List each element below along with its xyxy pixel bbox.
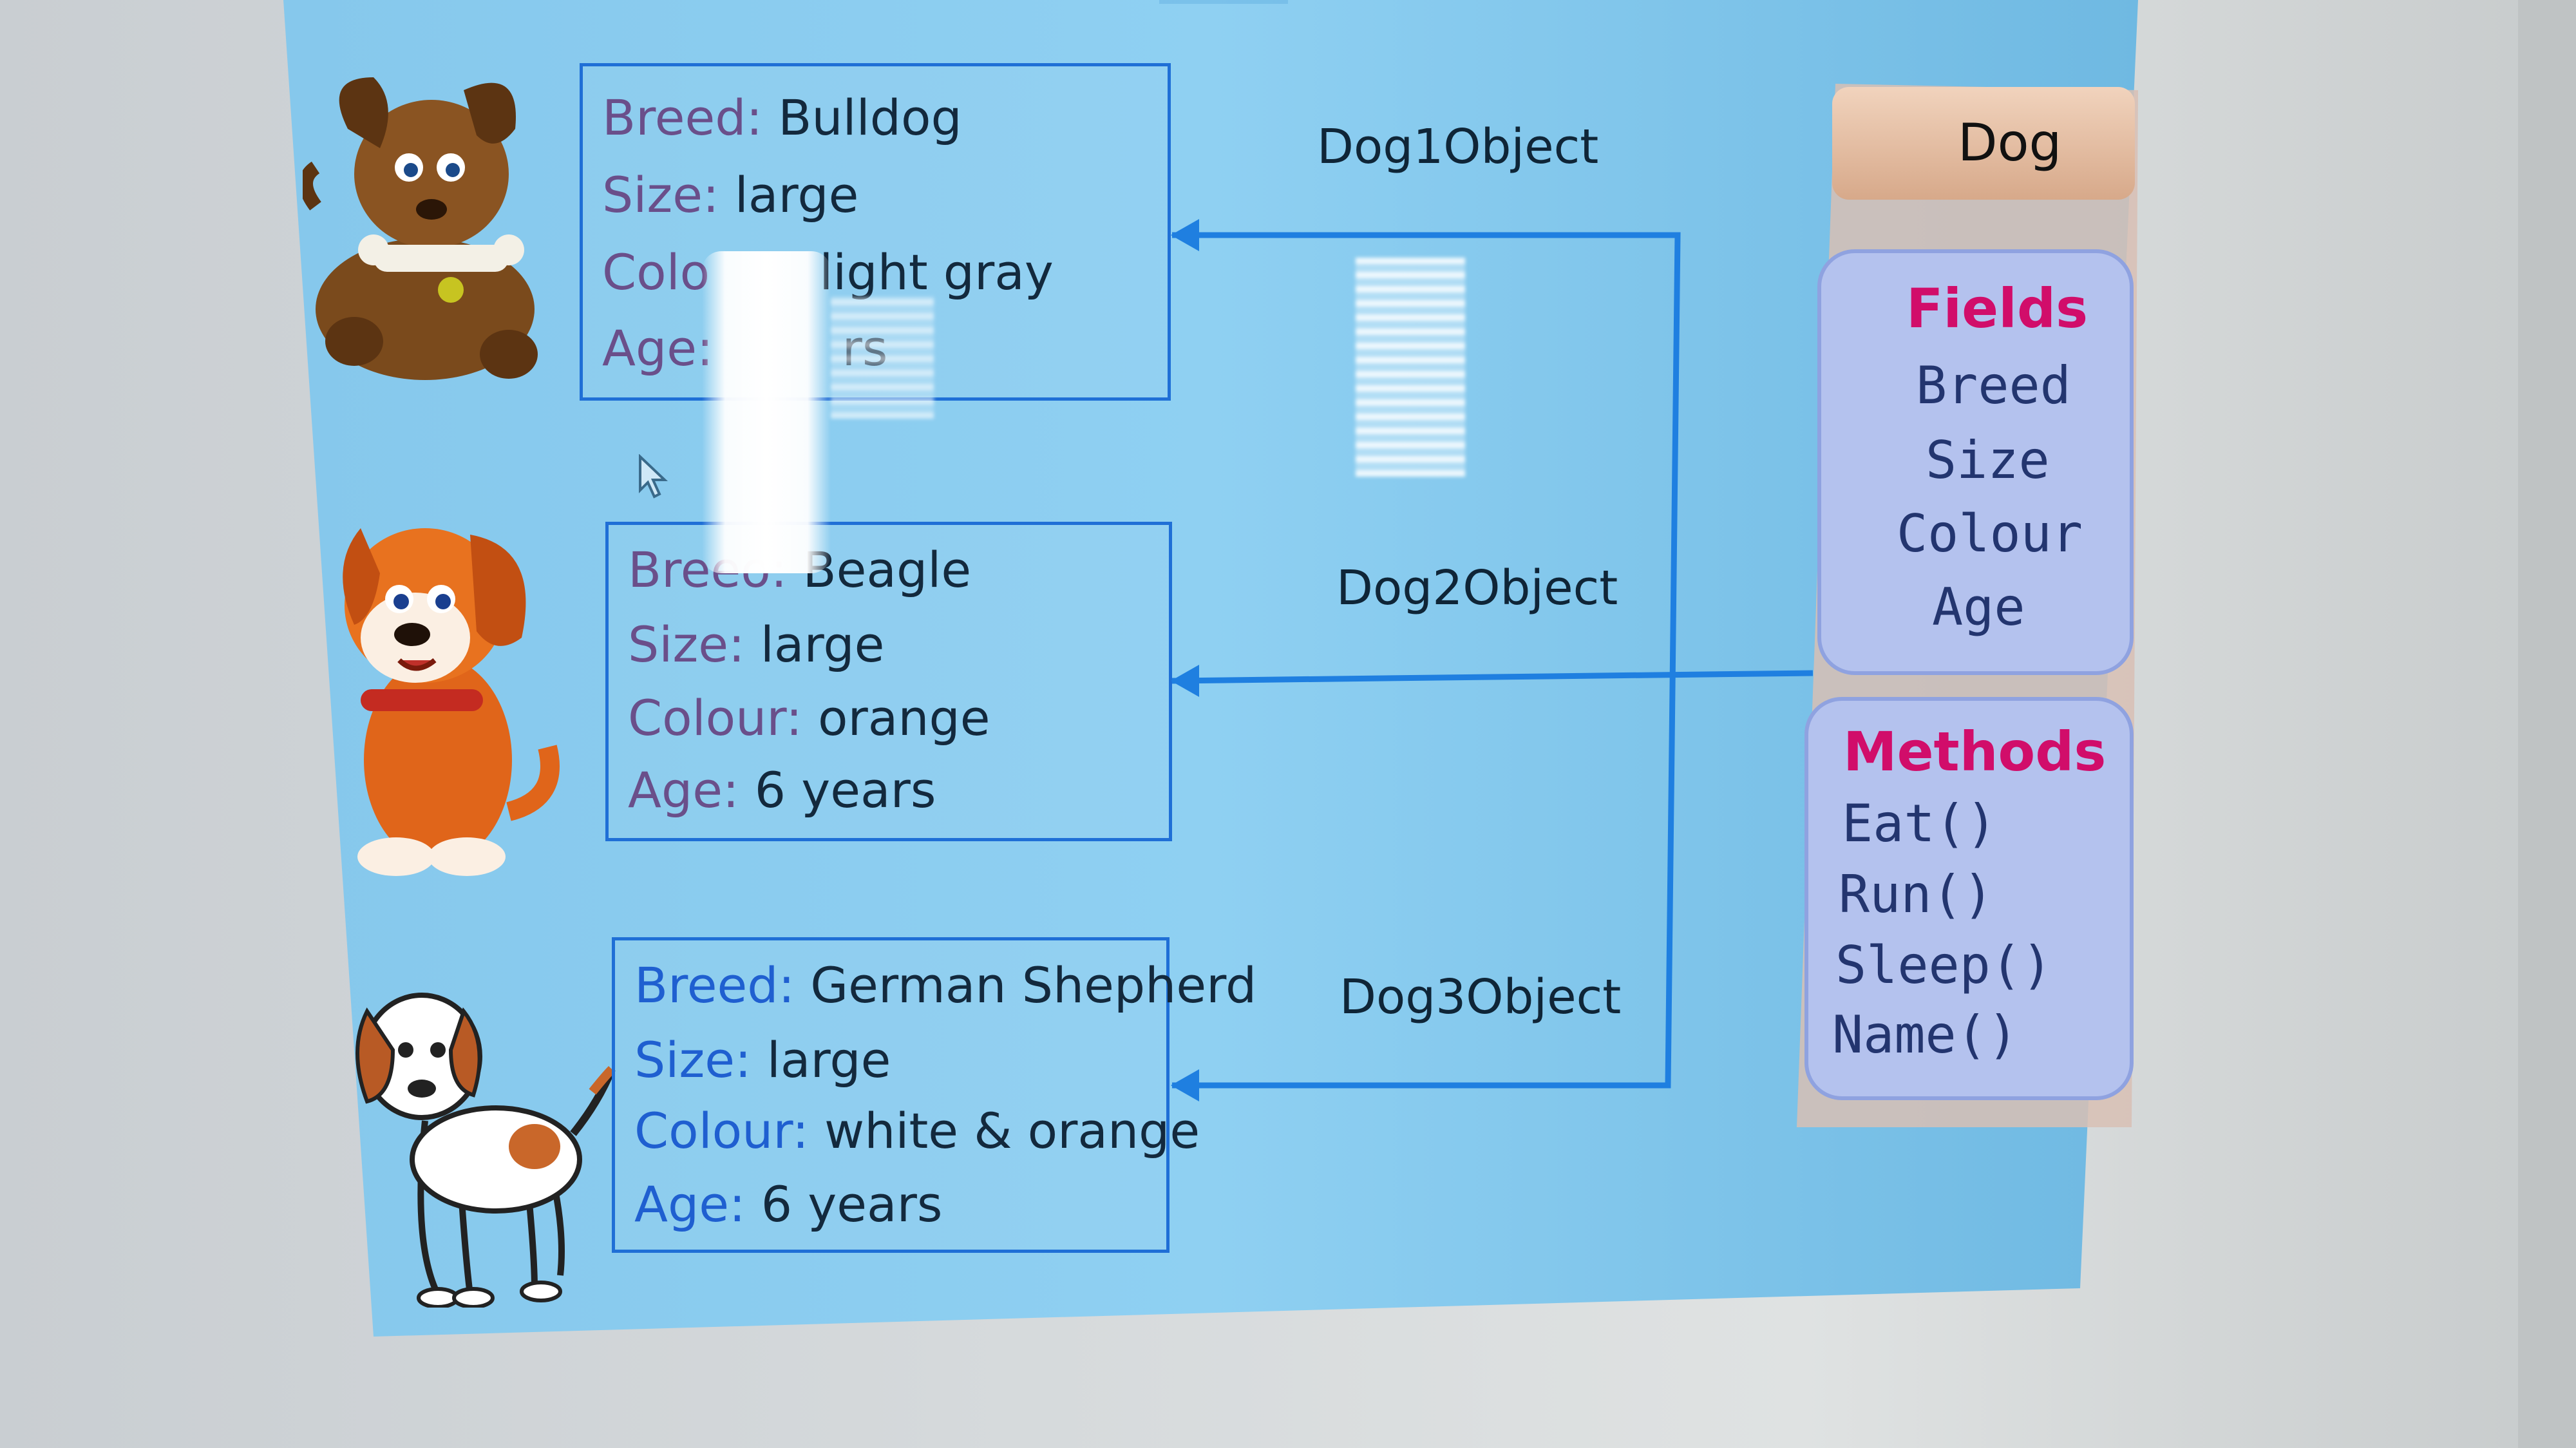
method-name: Name() [1832, 1005, 2018, 1065]
screen-glare-reflection-small [831, 296, 934, 419]
method-sleep: Sleep() [1835, 935, 2053, 995]
german-shepherd-illustration [355, 993, 616, 1308]
field-age: Age [1932, 577, 2025, 637]
breed-value: Bulldog [778, 89, 962, 146]
colour-key: Colour: [634, 1102, 809, 1159]
method-eat: Eat() [1842, 794, 1997, 853]
size-value: large [766, 1031, 891, 1089]
methods-title: Methods [1843, 720, 2107, 783]
field-breed: Breed [1916, 356, 2071, 415]
arrow-dog2 [1171, 670, 1814, 684]
age-key: Age: [628, 761, 739, 819]
breed-key: Breed: [634, 957, 795, 1014]
bulldog-illustration [303, 77, 538, 380]
size-key: Size: [634, 1031, 752, 1089]
colour-value: white & orange [824, 1102, 1200, 1159]
age-value: 6 years [761, 1176, 943, 1233]
method-run: Run() [1839, 864, 1994, 924]
arrowhead-dog1 [1171, 219, 1199, 251]
dog3-object-label: Dog3Object [1340, 969, 1622, 1025]
class-panel-shape [1797, 84, 2138, 1127]
colour-key: Colour: [628, 689, 802, 747]
colour-value: light gray [819, 243, 1054, 301]
dog3-object-box: Breed: German Shepherd Size: large Colou… [612, 937, 1256, 1253]
fields-title: Fields [1906, 277, 2088, 340]
breed-value: Beagle [802, 541, 972, 598]
colour-value: orange [818, 689, 990, 747]
breed-key: Breed: [602, 89, 763, 146]
colour-key: Colo [602, 243, 710, 301]
arrowhead-dog2 [1171, 665, 1199, 697]
size-key: Size: [628, 616, 745, 673]
age-key: Age: [634, 1176, 746, 1233]
age-value: 6 years [754, 761, 936, 819]
breed-value: German Shepherd [810, 957, 1257, 1014]
dog1-object-label: Dog1Object [1317, 119, 1599, 175]
dog2-object-label: Dog2Object [1336, 560, 1618, 616]
screen-glare [702, 251, 831, 573]
mouse-cursor-icon [639, 454, 668, 499]
class-title: Dog [1958, 113, 2062, 173]
wall-background [2518, 0, 2576, 1448]
age-key: Age: [602, 319, 714, 377]
dog2-object-box: Breeo: Beagle Size: large Colour: orange… [605, 522, 1172, 841]
field-colour: Colour [1897, 504, 2083, 564]
beagle-illustration [343, 528, 560, 876]
size-key: Size: [602, 166, 719, 224]
field-size: Size [1926, 430, 2050, 490]
arrowhead-dog3 [1171, 1069, 1199, 1101]
arrow-dog1 [1172, 232, 1681, 1089]
size-value: large [734, 166, 859, 224]
screen-glare-reflection [1356, 258, 1465, 477]
size-value: large [760, 616, 885, 673]
